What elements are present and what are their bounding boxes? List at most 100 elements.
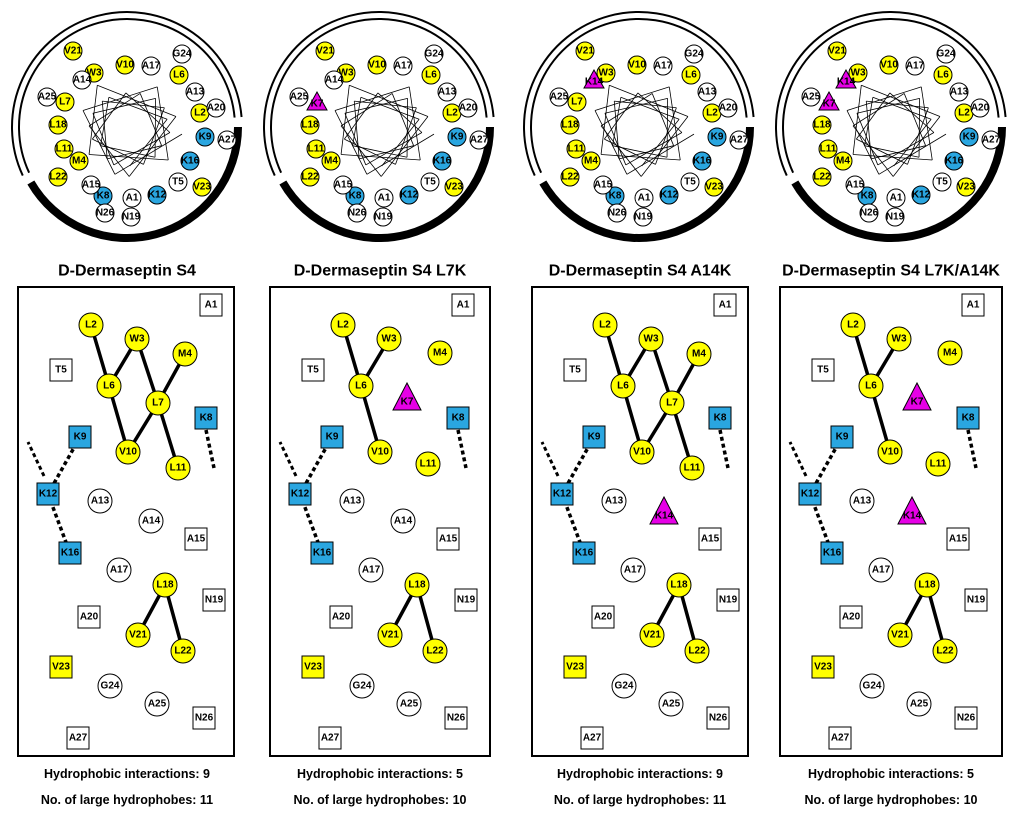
residue-label-M4: M4 xyxy=(433,348,447,359)
residue-A14 xyxy=(390,508,416,534)
wheel-connector xyxy=(626,133,695,175)
wheel-connector xyxy=(139,93,163,146)
wheel-connector xyxy=(340,93,393,127)
wheel-residue-A20 xyxy=(458,98,478,118)
residue-K12 xyxy=(550,482,574,506)
wheel-polar-arc xyxy=(279,126,494,242)
residue-N19 xyxy=(454,588,478,612)
panel-frame xyxy=(779,286,1003,757)
wheel-label-A25: A25 xyxy=(802,92,821,103)
residue-label-L6: L6 xyxy=(355,381,367,392)
wheel-connector xyxy=(852,85,862,155)
wheel-residue-L22 xyxy=(560,167,580,187)
residue-label-L11: L11 xyxy=(420,459,437,470)
residue-V21 xyxy=(639,622,665,648)
wheel-label-V10: V10 xyxy=(368,60,386,71)
wheel-label-L18: L18 xyxy=(813,120,831,131)
residue-L11 xyxy=(165,455,191,481)
residue-label-V21: V21 xyxy=(381,630,399,641)
wheel-label-L11: L11 xyxy=(56,144,73,155)
wheel-label-V21: V21 xyxy=(576,46,594,57)
panel-title: D-Dermaseptin S4 A14K xyxy=(549,263,732,280)
residue-W3 xyxy=(124,326,150,352)
residue-L22 xyxy=(422,638,448,664)
wheel-label-M4: M4 xyxy=(72,156,86,167)
wheel-residue-W3 xyxy=(596,63,616,83)
panel-1: D-Dermaseptin S4A1L2W3M4T5L6L7K8K9V10L11… xyxy=(17,263,235,807)
wheel-residue-V21 xyxy=(63,41,83,61)
lysine-link-stub xyxy=(26,441,46,477)
residue-K9 xyxy=(320,425,344,449)
lysine-link-stub xyxy=(966,429,978,469)
wheel-residue-V23 xyxy=(704,177,724,197)
residue-label-L18: L18 xyxy=(670,580,688,591)
residue-label-K8: K8 xyxy=(200,413,213,424)
panel-title: D-Dermaseptin S4 xyxy=(58,263,196,280)
residue-label-N19: N19 xyxy=(457,595,476,606)
wheel-residue-K7 xyxy=(306,90,328,111)
residue-G24 xyxy=(97,673,123,699)
residue-label-N26: N26 xyxy=(195,713,214,724)
wheel-label-K12: K12 xyxy=(660,190,679,201)
residue-label-V10: V10 xyxy=(881,447,899,458)
lysine-link-stub xyxy=(540,441,560,477)
wheel-residue-L7 xyxy=(567,92,587,112)
wheel-connector xyxy=(156,86,169,161)
residue-M4 xyxy=(427,340,453,366)
wheel-connector xyxy=(600,93,653,127)
wheel-label-L22: L22 xyxy=(301,172,319,183)
wheel-connector xyxy=(600,125,642,177)
wheel-connector xyxy=(92,92,127,140)
residue-L18 xyxy=(152,572,178,598)
wheel-connector xyxy=(101,101,108,159)
residue-L18 xyxy=(666,572,692,598)
wheel-residue-A27 xyxy=(981,130,1001,150)
residue-W3 xyxy=(886,326,912,352)
residue-label-A1: A1 xyxy=(719,300,732,311)
wheel-label-L2: L2 xyxy=(446,108,458,119)
residue-label-L11: L11 xyxy=(170,463,187,474)
wheel-connector xyxy=(344,92,379,140)
wheel-residue-A17 xyxy=(653,56,673,76)
residue-label-L18: L18 xyxy=(918,580,936,591)
wheel-hydrophobic-arc-inner xyxy=(270,18,488,174)
wheel-residue-L11 xyxy=(566,139,586,159)
wheel-residue-M4 xyxy=(581,151,601,171)
residue-label-A25: A25 xyxy=(662,699,681,710)
residue-K16 xyxy=(310,541,334,565)
wheel-label-L7: L7 xyxy=(571,97,583,108)
hydrophobic-interactions-stat: Hydrophobic interactions: 5 xyxy=(808,767,974,781)
wheel-residue-M4 xyxy=(833,151,853,171)
residue-V23 xyxy=(49,655,73,679)
hydrophobic-interactions-stat: Hydrophobic interactions: 5 xyxy=(297,767,463,781)
wheel-label-N26: N26 xyxy=(348,208,367,219)
residue-label-G24: G24 xyxy=(353,681,372,692)
residue-label-V23: V23 xyxy=(566,662,584,673)
residue-L18 xyxy=(914,572,940,598)
residue-A27 xyxy=(580,726,604,750)
residue-label-A27: A27 xyxy=(831,733,850,744)
residue-label-L22: L22 xyxy=(688,646,706,657)
wheel-hydrophobic-arc-outer xyxy=(523,11,755,177)
wheel-residue-N19 xyxy=(373,207,393,227)
wheel-label-K8: K8 xyxy=(349,191,362,202)
wheel-connector xyxy=(601,154,681,161)
wheel-connector xyxy=(89,154,169,161)
residue-label-K16: K16 xyxy=(823,548,842,559)
residue-L2 xyxy=(592,312,618,338)
residue-A17 xyxy=(868,557,894,583)
wheel-label-A17: A17 xyxy=(394,61,413,72)
wheel-label-L22: L22 xyxy=(49,172,67,183)
wheel-connector xyxy=(600,85,610,155)
residue-T5 xyxy=(563,358,587,382)
residue-label-L6: L6 xyxy=(865,381,877,392)
wheel-label-K12: K12 xyxy=(400,190,419,201)
residue-label-N26: N26 xyxy=(957,713,976,724)
wheel-connector xyxy=(353,101,360,159)
wheel-residue-T5 xyxy=(932,172,952,192)
residue-K7 xyxy=(392,381,422,411)
wheel-hydrophobic-arc-inner xyxy=(18,18,236,174)
residue-label-A1: A1 xyxy=(967,300,980,311)
wheel-label-T5: T5 xyxy=(684,177,696,188)
residue-L2 xyxy=(78,312,104,338)
